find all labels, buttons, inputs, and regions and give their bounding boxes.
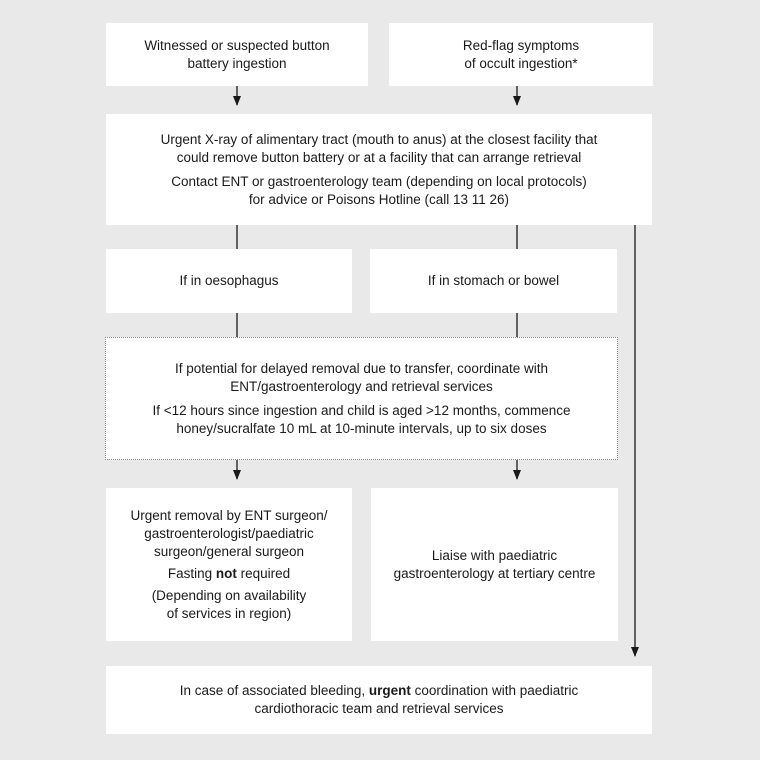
delayed-line-3: If <12 hours since ingestion and child i…	[152, 402, 571, 418]
fasting-line: Fasting not required	[168, 565, 290, 583]
bleeding-line-1: In case of associated bleeding, urgent c…	[180, 682, 579, 700]
liaise-line-2: gastroenterology at tertiary centre	[393, 565, 596, 581]
delayed-line-2: ENT/gastroenterology and retrieval servi…	[230, 378, 493, 394]
bleeding-line-2: cardiothoracic team and retrieval servic…	[254, 701, 504, 716]
availability-line-2: of services in region)	[166, 605, 292, 621]
stomach-bowel-box: If in stomach or bowel	[370, 249, 617, 313]
oesophagus-label: If in oesophagus	[179, 273, 279, 288]
red-flag-box: Red-flag symptoms of occult ingestion*	[389, 23, 653, 86]
liaise-line-1: Liaise with paediatric	[431, 547, 558, 563]
urgent-xray-box: Urgent X-ray of alimentary tract (mouth …	[106, 114, 652, 225]
xray-line-1: Urgent X-ray of alimentary tract (mouth …	[160, 131, 598, 147]
xray-line-3: Contact ENT or gastroenterology team (de…	[171, 173, 587, 189]
urgent-removal-box: Urgent removal by ENT surgeon/ gastroent…	[106, 488, 352, 641]
bleeding-urgent-bold: urgent	[368, 683, 411, 698]
witnessed-line-1: Witnessed or suspected button	[144, 37, 330, 53]
removal-line-2: gastroenterologist/paediatric	[144, 525, 314, 541]
bleeding-post: coordination with paediatric	[410, 683, 579, 698]
delayed-line-4: honey/sucralfate 10 mL at 10-minute inte…	[176, 420, 547, 436]
xray-line-2: could remove button battery or at a faci…	[176, 149, 582, 165]
removal-line-3: surgeon/general surgeon	[153, 543, 305, 559]
fasting-not-bold: not	[215, 565, 237, 581]
fasting-post: required	[236, 565, 291, 581]
delayed-removal-box: If potential for delayed removal due to …	[105, 337, 618, 460]
delayed-line-1: If potential for delayed removal due to …	[175, 360, 548, 376]
witnessed-line-2: battery ingestion	[187, 55, 287, 71]
xray-line-4: for advice or Poisons Hotline (call 13 1…	[248, 191, 510, 207]
liaise-box: Liaise with paediatric gastroenterology …	[371, 488, 618, 641]
redflag-line-1: Red-flag symptoms	[462, 37, 580, 53]
stomach-label: If in stomach or bowel	[427, 273, 560, 288]
bleeding-pre: In case of associated bleeding,	[179, 683, 369, 698]
fasting-pre: Fasting	[167, 565, 216, 581]
witnessed-ingestion-box: Witnessed or suspected button battery in…	[106, 23, 368, 86]
oesophagus-box: If in oesophagus	[106, 249, 352, 313]
availability-line-1: (Depending on availability	[151, 587, 307, 603]
removal-line-1: Urgent removal by ENT surgeon/	[130, 507, 328, 523]
bleeding-box: In case of associated bleeding, urgent c…	[106, 666, 652, 734]
redflag-line-2: of occult ingestion*	[464, 55, 578, 71]
